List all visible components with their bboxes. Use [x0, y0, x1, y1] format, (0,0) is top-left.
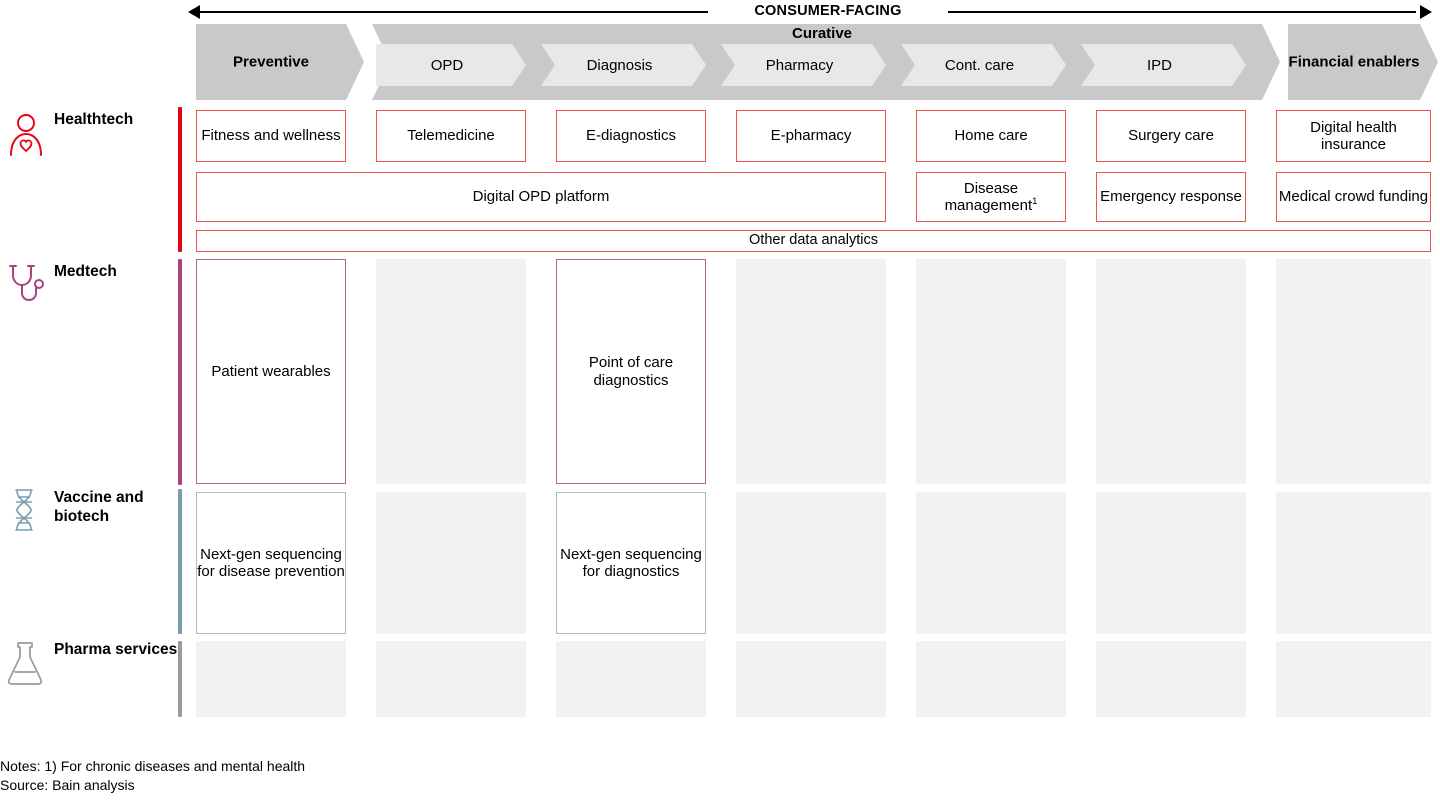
cell-pharma-ipd — [1096, 641, 1246, 717]
stage-ipd[interactable]: IPD — [1081, 44, 1246, 86]
stage-opd[interactable]: OPD — [376, 44, 526, 86]
stage-group-curative-label: Curative — [791, 25, 853, 42]
axis-line-left — [198, 11, 708, 13]
cell-vaccine-pharmacy — [736, 492, 886, 634]
category-pharma-services-label: Pharma services — [54, 641, 178, 658]
cell-pharma-pharmacy — [736, 641, 886, 717]
cell-medtech-preventive[interactable]: Patient wearables — [196, 259, 346, 484]
stage-preventive-label: Preventive — [233, 53, 309, 71]
footnote-source: Source: Bain analysis — [0, 777, 135, 793]
stage-header-row: Preventive Curative OPD Diagnosis Pharma… — [0, 24, 1440, 100]
cell-vaccine-opd — [376, 492, 526, 634]
cell-label: Next-gen sequencing for diagnostics — [560, 545, 702, 581]
cell-medtech-cont-care — [916, 259, 1066, 484]
spine-vaccine-and-biotech — [178, 489, 182, 634]
cell-label: Digital health insurance — [1310, 118, 1397, 154]
cell-label: Home care — [954, 127, 1028, 145]
stage-cont-care-label: Cont. care — [944, 56, 1015, 74]
cell-vaccine-ipd — [1096, 492, 1246, 634]
cell-medtech-financial-enablers — [1276, 259, 1431, 484]
stage-cont-care[interactable]: Cont. care — [901, 44, 1066, 86]
stage-pharmacy[interactable]: Pharmacy — [721, 44, 886, 86]
cell-label: E-diagnostics — [585, 127, 677, 145]
stethoscope-icon — [6, 262, 48, 308]
cell-label: Digital OPD platform — [472, 188, 610, 206]
consumer-facing-axis: CONSUMER-FACING — [188, 0, 1432, 24]
stage-preventive[interactable]: Preventive — [196, 24, 364, 100]
category-healthtech-label: Healthtech — [54, 111, 134, 128]
cell-medtech-pharmacy — [736, 259, 886, 484]
cell-healthtech-opd[interactable]: Telemedicine — [376, 110, 526, 162]
stage-pharmacy-label: Pharmacy — [765, 56, 834, 74]
cell-other-data-analytics[interactable]: Other data analytics — [196, 230, 1431, 252]
stage-opd-label: OPD — [430, 56, 464, 74]
cell-pharma-preventive — [196, 641, 346, 717]
stage-financial-enablers-label: Financial enablers — [1288, 53, 1420, 71]
cell-digital-opd-platform[interactable]: Digital OPD platform — [196, 172, 886, 222]
stage-financial-enablers[interactable]: Financial enablers — [1288, 24, 1438, 100]
cell-healthtech-diagnosis[interactable]: E-diagnostics — [556, 110, 706, 162]
cell-healthtech-pharmacy[interactable]: E-pharmacy — [736, 110, 886, 162]
cell-healthtech-ipd[interactable]: Surgery care — [1096, 110, 1246, 162]
stage-diagnosis-label: Diagnosis — [586, 56, 653, 74]
cell-label: Point of care diagnostics — [588, 354, 674, 389]
cell-label: Next-gen sequencing for disease preventi… — [197, 545, 345, 581]
stage-diagnosis[interactable]: Diagnosis — [541, 44, 706, 86]
axis-line-right — [948, 11, 1416, 13]
cell-vaccine-preventive[interactable]: Next-gen sequencing for disease preventi… — [196, 492, 346, 634]
cell-label: Telemedicine — [407, 127, 495, 145]
consumer-facing-label: CONSUMER-FACING — [754, 3, 902, 19]
footnote-notes: Notes: 1) For chronic diseases and menta… — [0, 758, 306, 774]
cell-pharma-opd — [376, 641, 526, 717]
cell-medtech-diagnosis[interactable]: Point of care diagnostics — [556, 259, 706, 484]
cell-vaccine-cont-care — [916, 492, 1066, 634]
cell-label: Disease management1 — [944, 179, 1038, 215]
cell-medical-crowd-funding[interactable]: Medical crowd funding — [1276, 172, 1431, 222]
cell-healthtech-cont-care[interactable]: Home care — [916, 110, 1066, 162]
spine-pharma-services — [178, 641, 182, 717]
footnotes: Notes: 1) For chronic diseases and menta… — [0, 757, 800, 795]
flask-icon — [6, 640, 48, 686]
cell-label: Medical crowd funding — [1278, 188, 1429, 206]
cell-label: Patient wearables — [211, 362, 331, 380]
dna-icon — [6, 488, 48, 534]
cell-label: Emergency response — [1100, 188, 1242, 206]
cell-healthtech-preventive[interactable]: Fitness and wellness — [196, 110, 346, 162]
cell-pharma-cont-care — [916, 641, 1066, 717]
footnote-marker: 1 — [1032, 196, 1038, 207]
arrow-left-icon — [188, 5, 200, 19]
category-vaccine-and-biotech-label: Vaccine and biotech — [54, 489, 144, 525]
cell-pharma-financial-enablers — [1276, 641, 1431, 717]
cell-emergency-response[interactable]: Emergency response — [1096, 172, 1246, 222]
cell-label: E-pharmacy — [770, 127, 852, 145]
spine-healthtech — [178, 107, 182, 252]
cell-label: Fitness and wellness — [201, 127, 341, 145]
cell-label: Surgery care — [1128, 127, 1214, 145]
cell-medtech-opd — [376, 259, 526, 484]
cell-healthtech-financial-enablers[interactable]: Digital health insurance — [1276, 110, 1431, 162]
cell-vaccine-diagnosis[interactable]: Next-gen sequencing for diagnostics — [556, 492, 706, 634]
cell-pharma-diagnosis — [556, 641, 706, 717]
cell-label: Other data analytics — [749, 232, 878, 249]
cell-medtech-ipd — [1096, 259, 1246, 484]
cell-disease-management[interactable]: Disease management1 — [916, 172, 1066, 222]
arrow-right-icon — [1420, 5, 1432, 19]
stage-ipd-label: IPD — [1146, 56, 1172, 74]
cell-vaccine-financial-enablers — [1276, 492, 1431, 634]
spine-medtech — [178, 259, 182, 485]
person-heart-icon — [6, 110, 48, 156]
category-medtech-label: Medtech — [54, 263, 117, 280]
